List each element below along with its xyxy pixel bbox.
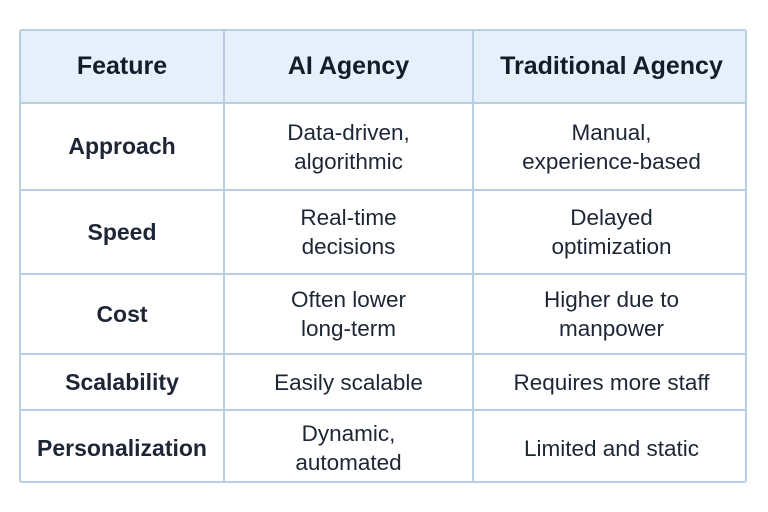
- cell-line: Higher due to: [543, 287, 680, 312]
- header-ai-agency: AI Agency: [223, 31, 474, 104]
- cell-line: manpower: [558, 316, 665, 341]
- ai-agency-cell: Real-time decisions: [223, 189, 474, 275]
- table-row: Personalization Dynamic, automated Limit…: [21, 409, 745, 481]
- feature-cell: Cost: [21, 273, 225, 355]
- header-feature: Feature: [21, 31, 225, 104]
- ai-agency-cell: Often lower long-term: [223, 273, 474, 355]
- table-header-row: Feature AI Agency Traditional Agency: [21, 31, 745, 104]
- table-row: Scalability Easily scalable Requires mor…: [21, 353, 745, 411]
- cell-line: Manual,: [571, 119, 652, 145]
- cell-line: Data-driven,: [287, 119, 410, 145]
- cell-line: decisions: [301, 234, 396, 259]
- cell-line: Dynamic,: [301, 421, 396, 446]
- table-row: Cost Often lower long-term Higher due to…: [21, 273, 745, 355]
- feature-cell: Personalization: [21, 409, 225, 481]
- traditional-agency-cell: Higher due to manpower: [472, 273, 745, 355]
- table-row: Approach Data-driven, algorithmic Manual…: [21, 102, 745, 191]
- traditional-agency-cell: Delayed optimization: [472, 189, 745, 275]
- cell-line: Delayed: [570, 205, 653, 230]
- cell-line: long-term: [300, 316, 397, 341]
- feature-cell: Speed: [21, 189, 225, 275]
- cell-line: Often lower: [290, 287, 407, 312]
- cell-line: algorithmic: [294, 148, 403, 174]
- table-row: Speed Real-time decisions Delayed optimi…: [21, 189, 745, 275]
- cell-line: optimization: [551, 234, 672, 259]
- cell-line: automated: [295, 450, 402, 475]
- ai-agency-cell: Data-driven, algorithmic: [223, 102, 474, 191]
- cell-line: experience-based: [522, 148, 701, 174]
- comparison-table-container: Feature AI Agency Traditional Agency App…: [19, 29, 747, 483]
- traditional-agency-cell: Manual, experience-based: [472, 102, 745, 191]
- traditional-agency-cell: Limited and static: [472, 409, 745, 481]
- ai-agency-cell: Dynamic, automated: [223, 409, 474, 481]
- feature-cell: Approach: [21, 102, 225, 191]
- cell-line: Real-time: [300, 205, 397, 230]
- feature-cell: Scalability: [21, 353, 225, 411]
- header-traditional-agency: Traditional Agency: [472, 31, 745, 104]
- cell-line: Easily scalable: [274, 369, 423, 395]
- cell-line: Limited and static: [523, 435, 700, 461]
- comparison-table: Feature AI Agency Traditional Agency App…: [21, 31, 745, 481]
- cell-line: Requires more staff: [513, 369, 710, 395]
- ai-agency-cell: Easily scalable: [223, 353, 474, 411]
- traditional-agency-cell: Requires more staff: [472, 353, 745, 411]
